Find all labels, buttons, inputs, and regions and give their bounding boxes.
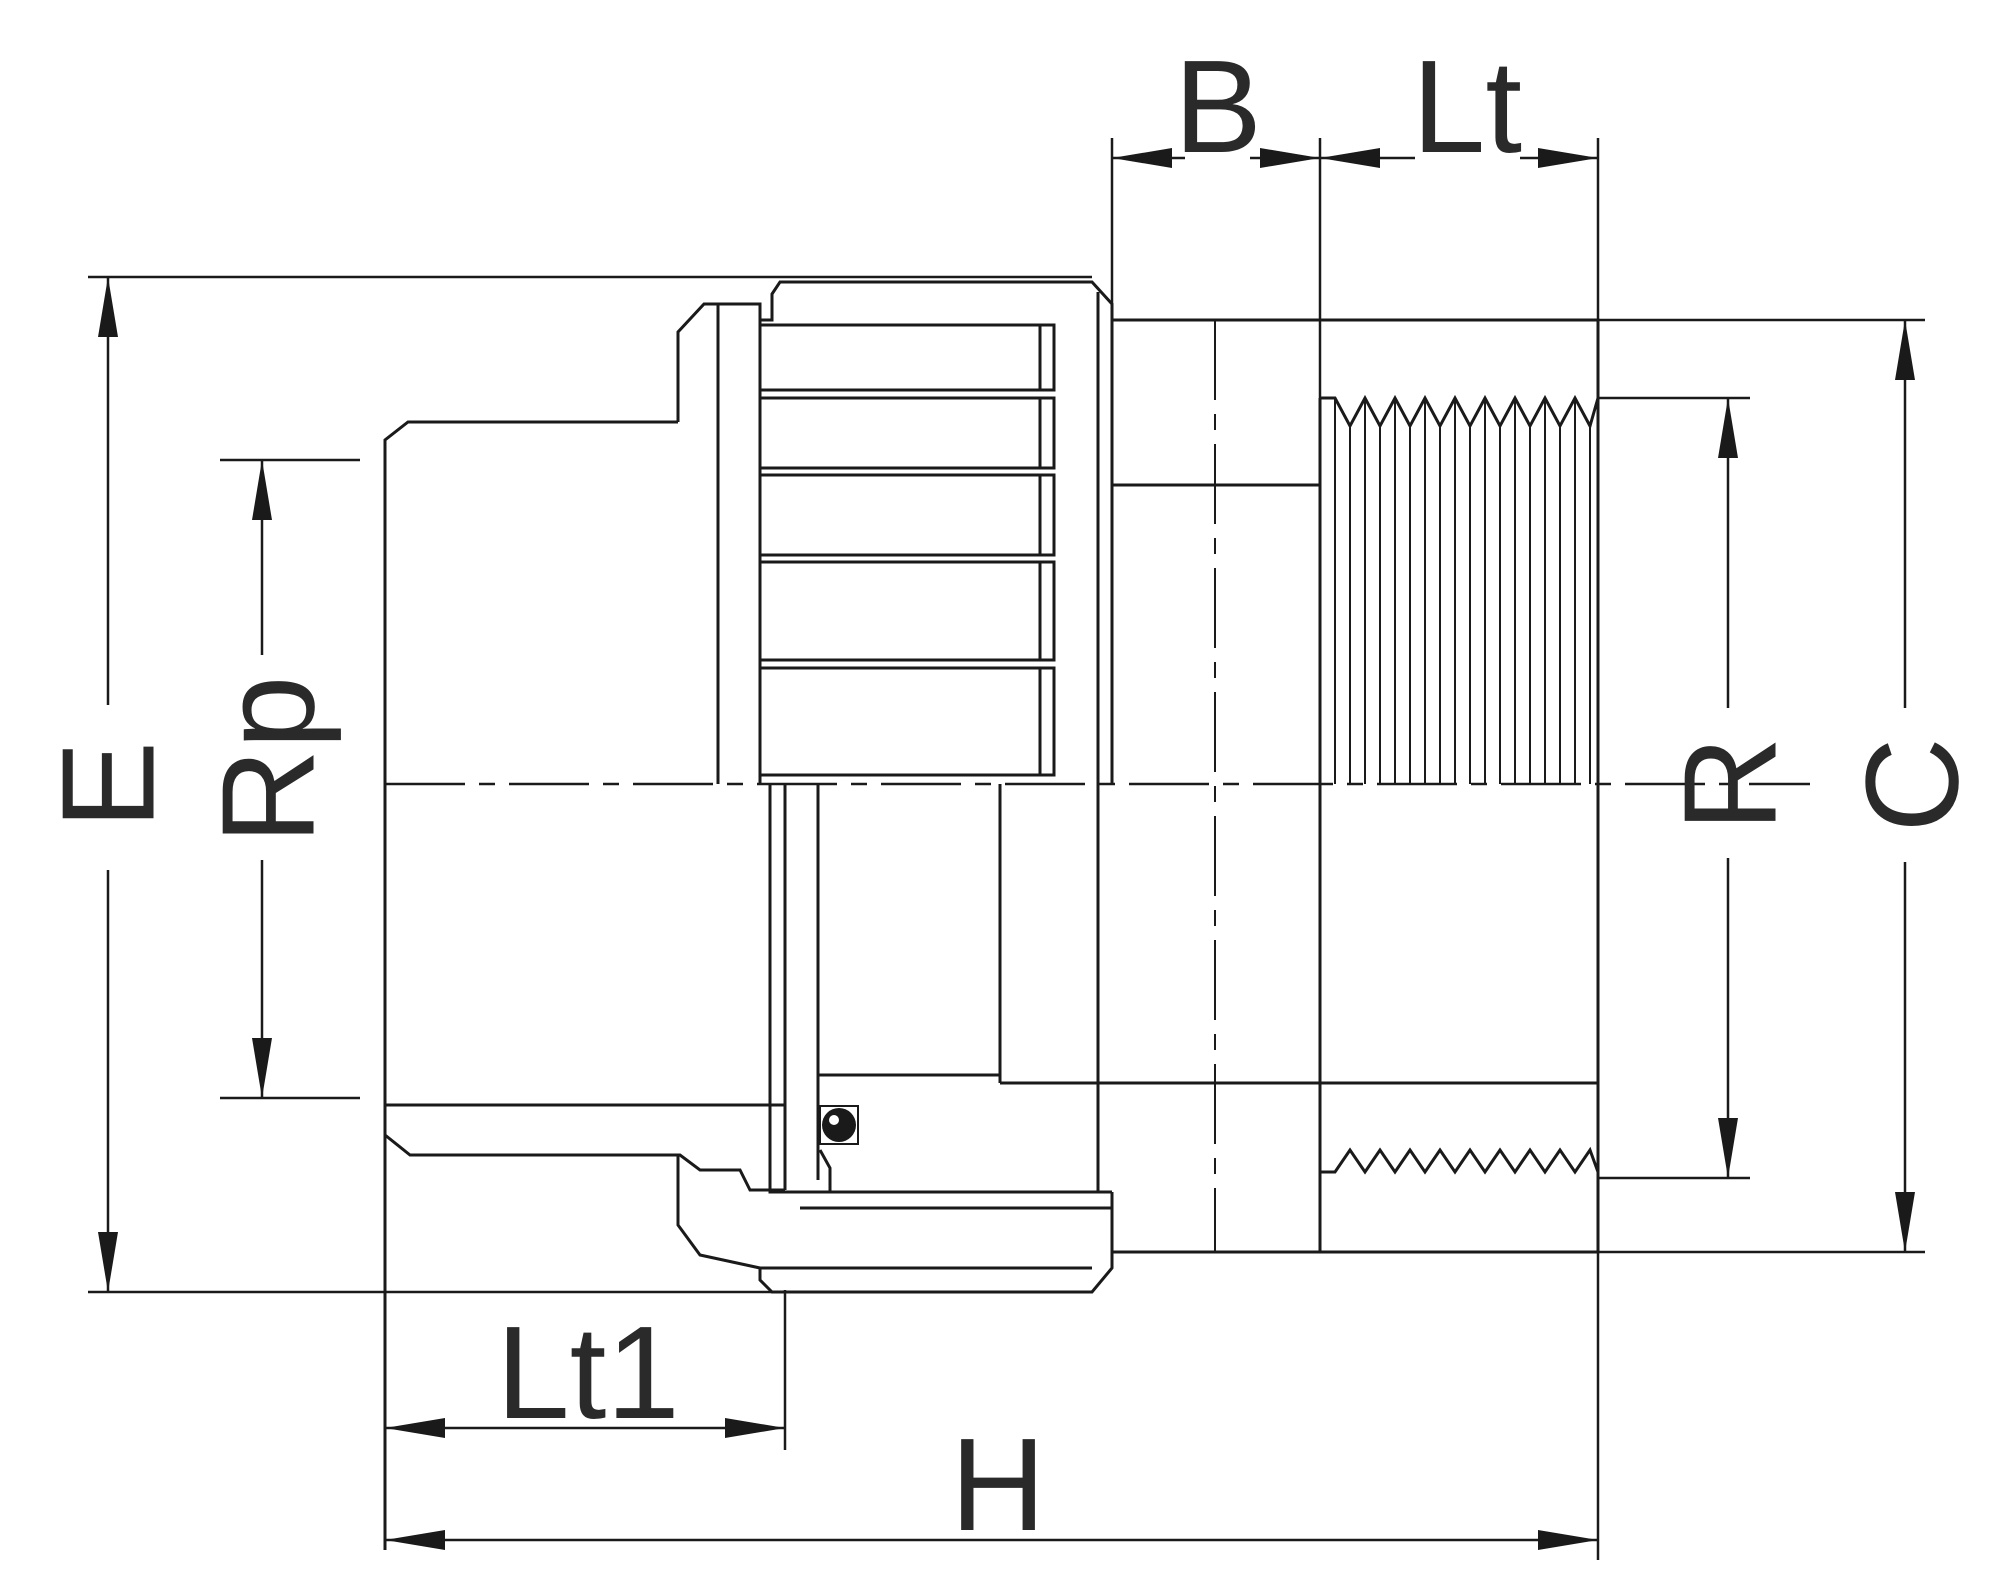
label-c: C [1839, 737, 1986, 832]
insert-sleeve [768, 784, 1598, 1210]
right-body [1110, 318, 1600, 1254]
union-nut [676, 280, 1114, 1294]
label-r: R [1657, 736, 1804, 831]
dimension-lines [88, 138, 1925, 1560]
thread-lower [1320, 1146, 1600, 1175]
left-socket [383, 420, 785, 1550]
o-ring [819, 1105, 859, 1145]
thread-upper [1320, 394, 1600, 784]
label-lt: Lt [1412, 33, 1522, 180]
fitting-body [383, 280, 1810, 1550]
label-h: H [950, 1411, 1045, 1558]
label-rp: Rp [195, 676, 342, 845]
label-lt1: Lt1 [496, 1299, 680, 1446]
label-b: B [1174, 33, 1262, 180]
dimension-labels: B Lt E Rp R C Lt1 H [35, 33, 1986, 1558]
label-e: E [35, 741, 182, 829]
